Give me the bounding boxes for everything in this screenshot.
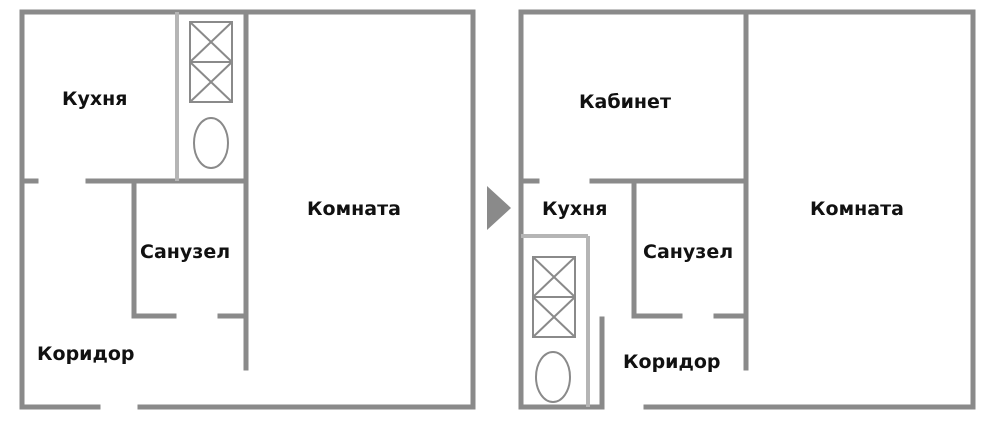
before-bathroom-label: Санузел <box>140 241 230 263</box>
after-study-label: Кабинет <box>579 91 671 113</box>
after-room-label: Комната <box>810 198 904 220</box>
stove-icon <box>532 256 576 338</box>
toilet-icon <box>193 117 229 169</box>
stove-icon <box>189 21 233 103</box>
toilet-icon <box>535 351 571 403</box>
after-kitchen-label: Кухня <box>542 198 608 220</box>
before-kitchen-label: Кухня <box>62 88 128 110</box>
plan-before: Кухня Комната Санузел Коридор <box>19 9 476 410</box>
after-corridor-label: Коридор <box>623 351 721 373</box>
after-bathroom-label: Санузел <box>643 241 733 263</box>
transition-arrow-icon <box>487 186 511 230</box>
before-corridor-label: Коридор <box>37 343 135 365</box>
plan-after: Кабинет Кухня Комната Санузел Коридор <box>518 9 976 410</box>
before-room-label: Комната <box>307 198 401 220</box>
